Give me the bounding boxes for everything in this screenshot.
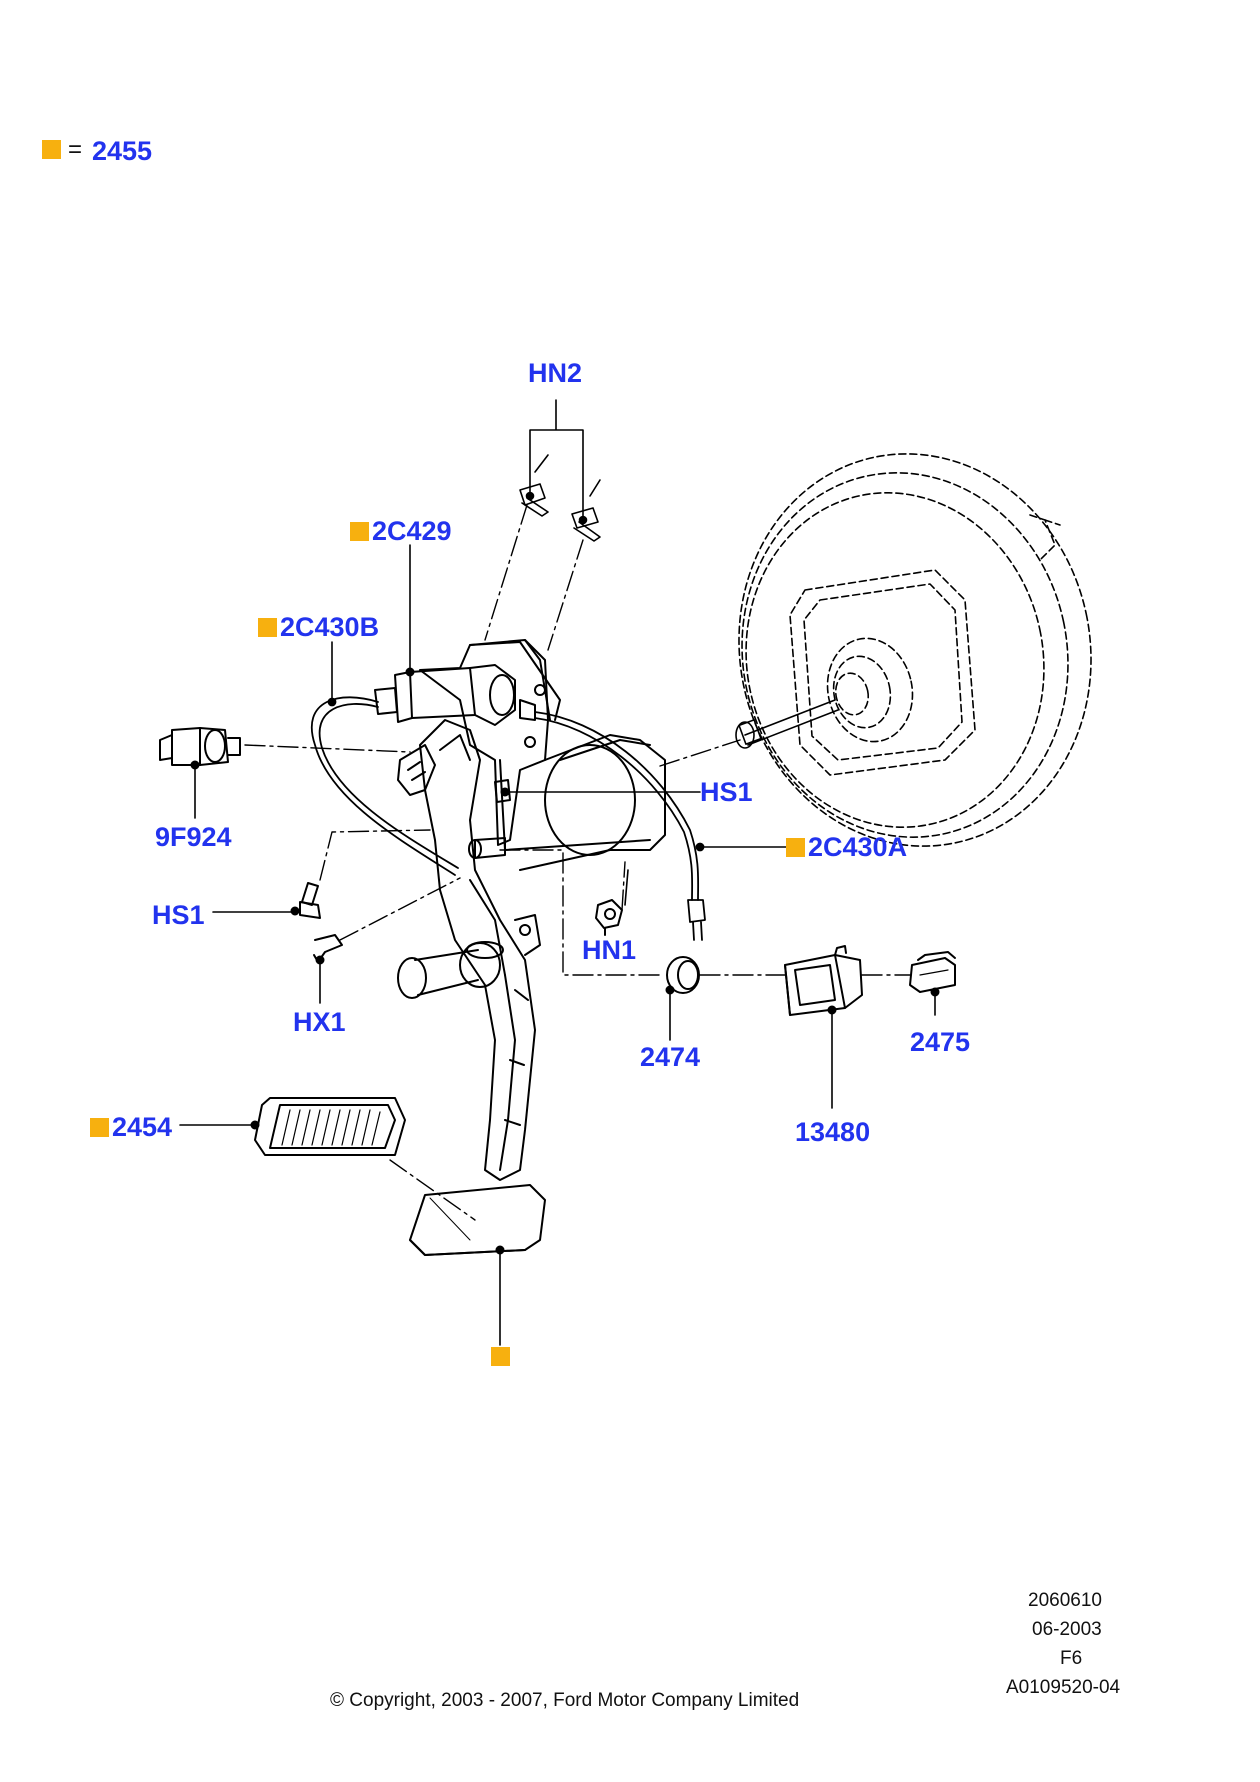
label-hn2: HN2 [528, 358, 583, 388]
switch-9f924 [159, 727, 241, 770]
label-2454: 2454 [112, 1112, 173, 1142]
label-2c430b: 2C430B [280, 612, 380, 642]
legend-marker [42, 140, 61, 159]
hx1-line [339, 877, 461, 941]
clutch-pedal-arm [397, 719, 541, 1181]
leader-booster [659, 739, 741, 767]
rubber-to-pad-line [389, 1159, 476, 1221]
hn2-nut-left [519, 454, 549, 517]
label-2474: 2474 [640, 1042, 701, 1072]
label-hs1-right: HS1 [700, 777, 753, 807]
hn1-line [621, 861, 626, 911]
drawing-code: F6 [1060, 1648, 1083, 1669]
pedal-pad-lower [409, 1184, 546, 1256]
drawing-date: 06-2003 [1032, 1619, 1102, 1640]
label-9f924: 9F924 [155, 822, 232, 852]
hn1-nut [595, 899, 623, 936]
hn1-leader [624, 869, 629, 906]
grommet-2474 [665, 956, 700, 995]
label-hx1: HX1 [293, 1007, 346, 1037]
switch-2c429 [374, 664, 536, 726]
label-13480: 13480 [795, 1117, 871, 1147]
brake-booster [738, 453, 1092, 847]
9f924-to-bracket-line [244, 744, 411, 753]
label-hn1: HN1 [582, 935, 637, 965]
drawing-reference: A0109520-04 [1006, 1677, 1121, 1698]
bracket-to-2474-line [499, 849, 661, 976]
hx1-clip [313, 934, 343, 965]
legend-part-number: 2455 [92, 136, 153, 166]
hn2-nut-right [571, 479, 601, 542]
label-2c430a: 2C430A [808, 832, 908, 862]
pedal-rubber-2454 [250, 1097, 406, 1156]
marker-pedal-pad [491, 1347, 510, 1366]
marker-2c430a [786, 838, 805, 857]
booster-push-rod [735, 699, 839, 749]
pedal-bracket [419, 639, 666, 871]
cable-2c430a [534, 711, 706, 941]
hs1-left-line [319, 829, 431, 881]
legend-equals: = [68, 136, 83, 163]
drawing-number: 2060610 [1028, 1590, 1102, 1611]
copyright: © Copyright, 2003 - 2007, Ford Motor Com… [330, 1690, 800, 1711]
marker-2c429 [350, 522, 369, 541]
switch-13480 [784, 945, 863, 1016]
marker-2c430b [258, 618, 277, 637]
stud-line-left [484, 504, 528, 641]
hs1-right-screw [494, 779, 511, 803]
connector-2475 [909, 951, 956, 997]
label-2475: 2475 [910, 1027, 971, 1057]
label-hs1-left: HS1 [152, 900, 205, 930]
label-2c429: 2C429 [372, 516, 452, 546]
stud-line-right [547, 539, 584, 651]
marker-2454 [90, 1118, 109, 1137]
hs1-bolt-left [290, 882, 321, 919]
hn2-leader [525, 399, 588, 525]
